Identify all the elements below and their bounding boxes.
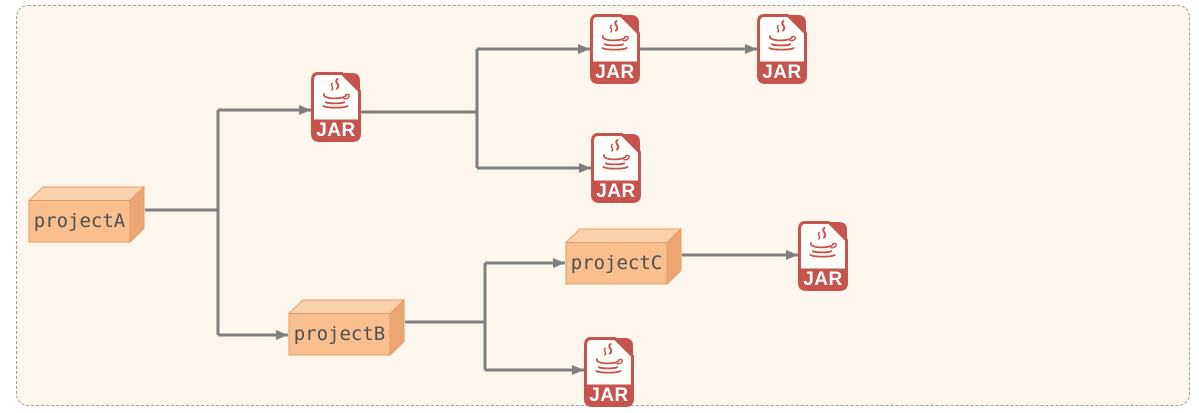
jar-file-icon: JAR (798, 221, 848, 291)
java-cup-icon (768, 20, 796, 51)
java-cup-icon (602, 139, 630, 170)
jar-file-icon: JAR (590, 14, 640, 84)
node-projectC[interactable]: projectC (564, 227, 683, 286)
jar-file-icon: JAR (584, 337, 634, 407)
java-cup-icon (595, 343, 623, 374)
jar-label: JAR (316, 120, 356, 141)
node-jar2[interactable]: JAR (590, 14, 640, 89)
jar-file-icon: JAR (591, 133, 641, 203)
node-label: projectA (33, 210, 126, 232)
java-cup-icon (809, 227, 837, 258)
jar-file-icon: JAR (311, 72, 361, 142)
node-jar5[interactable]: JAR (584, 337, 634, 412)
jar-file-icon: JAR (757, 14, 807, 84)
box-3d-shape (287, 298, 406, 357)
node-jar3[interactable]: JAR (591, 133, 641, 208)
jar-label: JAR (762, 62, 802, 83)
node-jar1[interactable]: JAR (311, 72, 361, 147)
node-jar4[interactable]: JAR (757, 14, 807, 89)
node-label: projectC (570, 252, 663, 274)
node-label: projectB (293, 323, 386, 345)
box-3d-shape (564, 227, 683, 286)
node-projectA[interactable]: projectA (27, 185, 146, 244)
java-cup-icon (601, 20, 629, 51)
jar-label: JAR (589, 385, 629, 406)
jar-label: JAR (596, 181, 636, 202)
node-jar6[interactable]: JAR (798, 221, 848, 296)
jar-label: JAR (803, 269, 843, 290)
box-3d-shape (27, 185, 146, 244)
jar-label: JAR (595, 62, 635, 83)
java-cup-icon (322, 78, 350, 109)
node-projectB[interactable]: projectB (287, 298, 406, 357)
